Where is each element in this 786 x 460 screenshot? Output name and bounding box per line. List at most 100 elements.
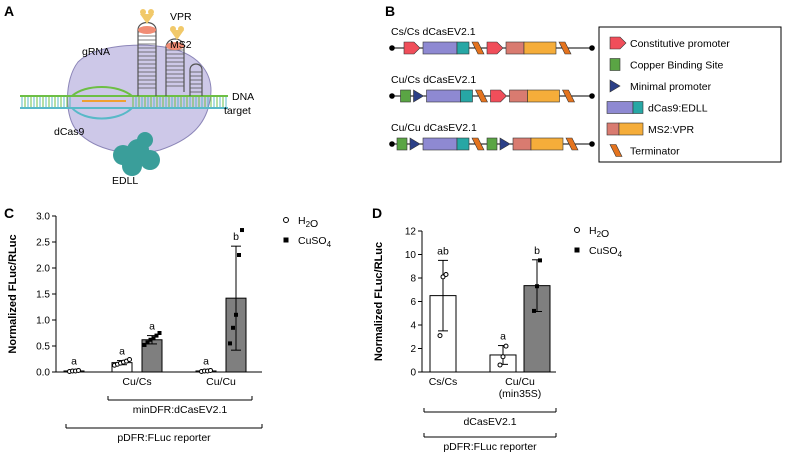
edll-part-icon <box>460 89 473 103</box>
data-point-h2o <box>443 271 449 277</box>
minimal-promoter-icon <box>499 137 511 151</box>
ms2-vpr-complex-1 <box>138 9 156 34</box>
data-point-h2o <box>500 354 506 360</box>
y-tick-label: 1.5 <box>36 290 50 301</box>
data-point-h2o <box>127 357 132 363</box>
significance-letter: a <box>119 346 125 358</box>
legend-label: Terminator <box>630 146 680 158</box>
dna-open-strand-top <box>71 86 133 97</box>
significance-letter: ab <box>437 245 449 257</box>
ms2-label: MS2 <box>170 39 192 51</box>
edll-label: EDLL <box>112 175 138 187</box>
data-point-h2o <box>208 367 213 373</box>
cbs-part-icon <box>486 137 498 151</box>
ms2-vpr-complex-2 <box>166 26 184 50</box>
cbs-part-icon <box>396 137 408 151</box>
terminator-icon <box>609 144 623 157</box>
y-tick-label: 2 <box>410 344 416 355</box>
y-tick-label: 2.0 <box>36 264 50 275</box>
panel-letter-b: B <box>385 3 395 19</box>
data-point-cuso4 <box>157 331 162 335</box>
legend-label: Constitutive promoter <box>630 38 730 50</box>
constitutive-promoter-icon <box>490 89 507 103</box>
dna-label: DNA <box>232 91 254 103</box>
grna-label: gRNA <box>82 46 110 58</box>
bracket-label: minDFR:dCasEV2.1 <box>133 404 228 416</box>
legend-label: Copper Binding Site <box>630 60 724 72</box>
vpr-part-icon <box>523 41 557 55</box>
legend-h2o-label: H2O <box>589 225 609 240</box>
cbs-part-icon <box>609 58 621 71</box>
terminator-icon <box>471 41 485 55</box>
cas9-part-icon <box>422 137 458 151</box>
cas9-part-icon <box>422 41 458 55</box>
significance-letter: a <box>500 331 506 343</box>
dcas9-label: dCas9 <box>54 126 85 138</box>
terminator-icon <box>562 89 575 103</box>
legend-cuso4-marker <box>574 247 580 253</box>
constitutive-promoter-icon <box>403 41 421 55</box>
y-tick-label: 8 <box>410 274 416 285</box>
panel-a-illustration: gRNA VPR MS2 DNA target dCas9 EDLL <box>20 9 254 187</box>
legend-cuso4-label: CuSO4 <box>589 245 623 259</box>
backbone-end-dot <box>389 93 395 99</box>
significance-letter: a <box>149 321 155 333</box>
bracket-label: pDFR:FLuc reporter <box>117 432 211 444</box>
construct-2: Cu/Cu dCasEV2.1 <box>389 122 595 151</box>
group-label: Cs/Cs <box>429 376 458 388</box>
vpr-part-icon <box>530 137 564 151</box>
vpr-label: VPR <box>170 11 192 23</box>
legend-item-ms2: MS2:VPR <box>606 122 695 136</box>
cas9-part-icon <box>426 89 461 103</box>
ms2-part-icon <box>512 137 532 151</box>
legend-item-terminator: Terminator <box>609 144 680 158</box>
data-point-h2o <box>76 367 81 373</box>
backbone-end-dot <box>389 141 395 147</box>
target-label: target <box>224 105 251 117</box>
backbone-end-dot <box>589 45 595 51</box>
data-point-cuso4 <box>535 284 539 289</box>
data-point-cuso4 <box>145 340 150 345</box>
data-point-h2o <box>437 333 443 339</box>
data-point-cuso4 <box>148 337 153 342</box>
backbone-end-dot <box>589 141 595 147</box>
y-tick-label: 4 <box>410 321 416 332</box>
y-axis-title: Normalized FLuc/RLuc <box>373 242 385 361</box>
legend-item-cbs: Copper Binding Site <box>609 58 724 72</box>
y-tick-label: 0 <box>410 368 416 379</box>
construct-name: Cu/Cs dCasEV2.1 <box>391 74 476 86</box>
y-tick-label: 0.5 <box>36 342 50 353</box>
terminator-icon <box>475 89 488 103</box>
data-point-cuso4 <box>142 342 147 347</box>
significance-letter: b <box>233 231 239 243</box>
edll-domain <box>113 132 160 176</box>
data-point-cuso4 <box>538 258 542 263</box>
panel-letter-d: D <box>372 205 382 221</box>
cas9-legend-swatch <box>606 101 634 114</box>
y-tick-label: 0.0 <box>36 368 50 379</box>
bracket-label: dCasEV2.1 <box>463 416 516 428</box>
significance-letter: a <box>203 355 209 367</box>
y-tick-label: 1.0 <box>36 316 50 327</box>
cbs-part-icon <box>400 89 411 103</box>
group-label: Cu/Cu <box>505 376 535 388</box>
legend-item-cas9: dCas9:EDLL <box>606 101 708 115</box>
terminator-icon <box>558 41 572 55</box>
significance-letter: a <box>71 355 77 367</box>
y-tick-label: 3.0 <box>36 212 50 223</box>
backbone-end-dot <box>589 93 595 99</box>
genetic-constructs: Cs/Cs dCasEV2.1Cu/Cs dCasEV2.1Cu/Cu dCas… <box>389 26 595 151</box>
data-point-cuso4 <box>228 341 232 346</box>
legend-cuso4-marker <box>283 237 289 243</box>
edll-part-icon <box>456 137 470 151</box>
panel-letter-c: C <box>4 205 14 221</box>
construct-1: Cu/Cs dCasEV2.1 <box>389 74 595 103</box>
terminator-icon <box>471 137 485 151</box>
legend-label: MS2:VPR <box>648 124 695 136</box>
y-tick-label: 10 <box>405 250 417 261</box>
significance-letter: b <box>534 245 540 257</box>
legend-h2o-marker <box>283 217 289 223</box>
